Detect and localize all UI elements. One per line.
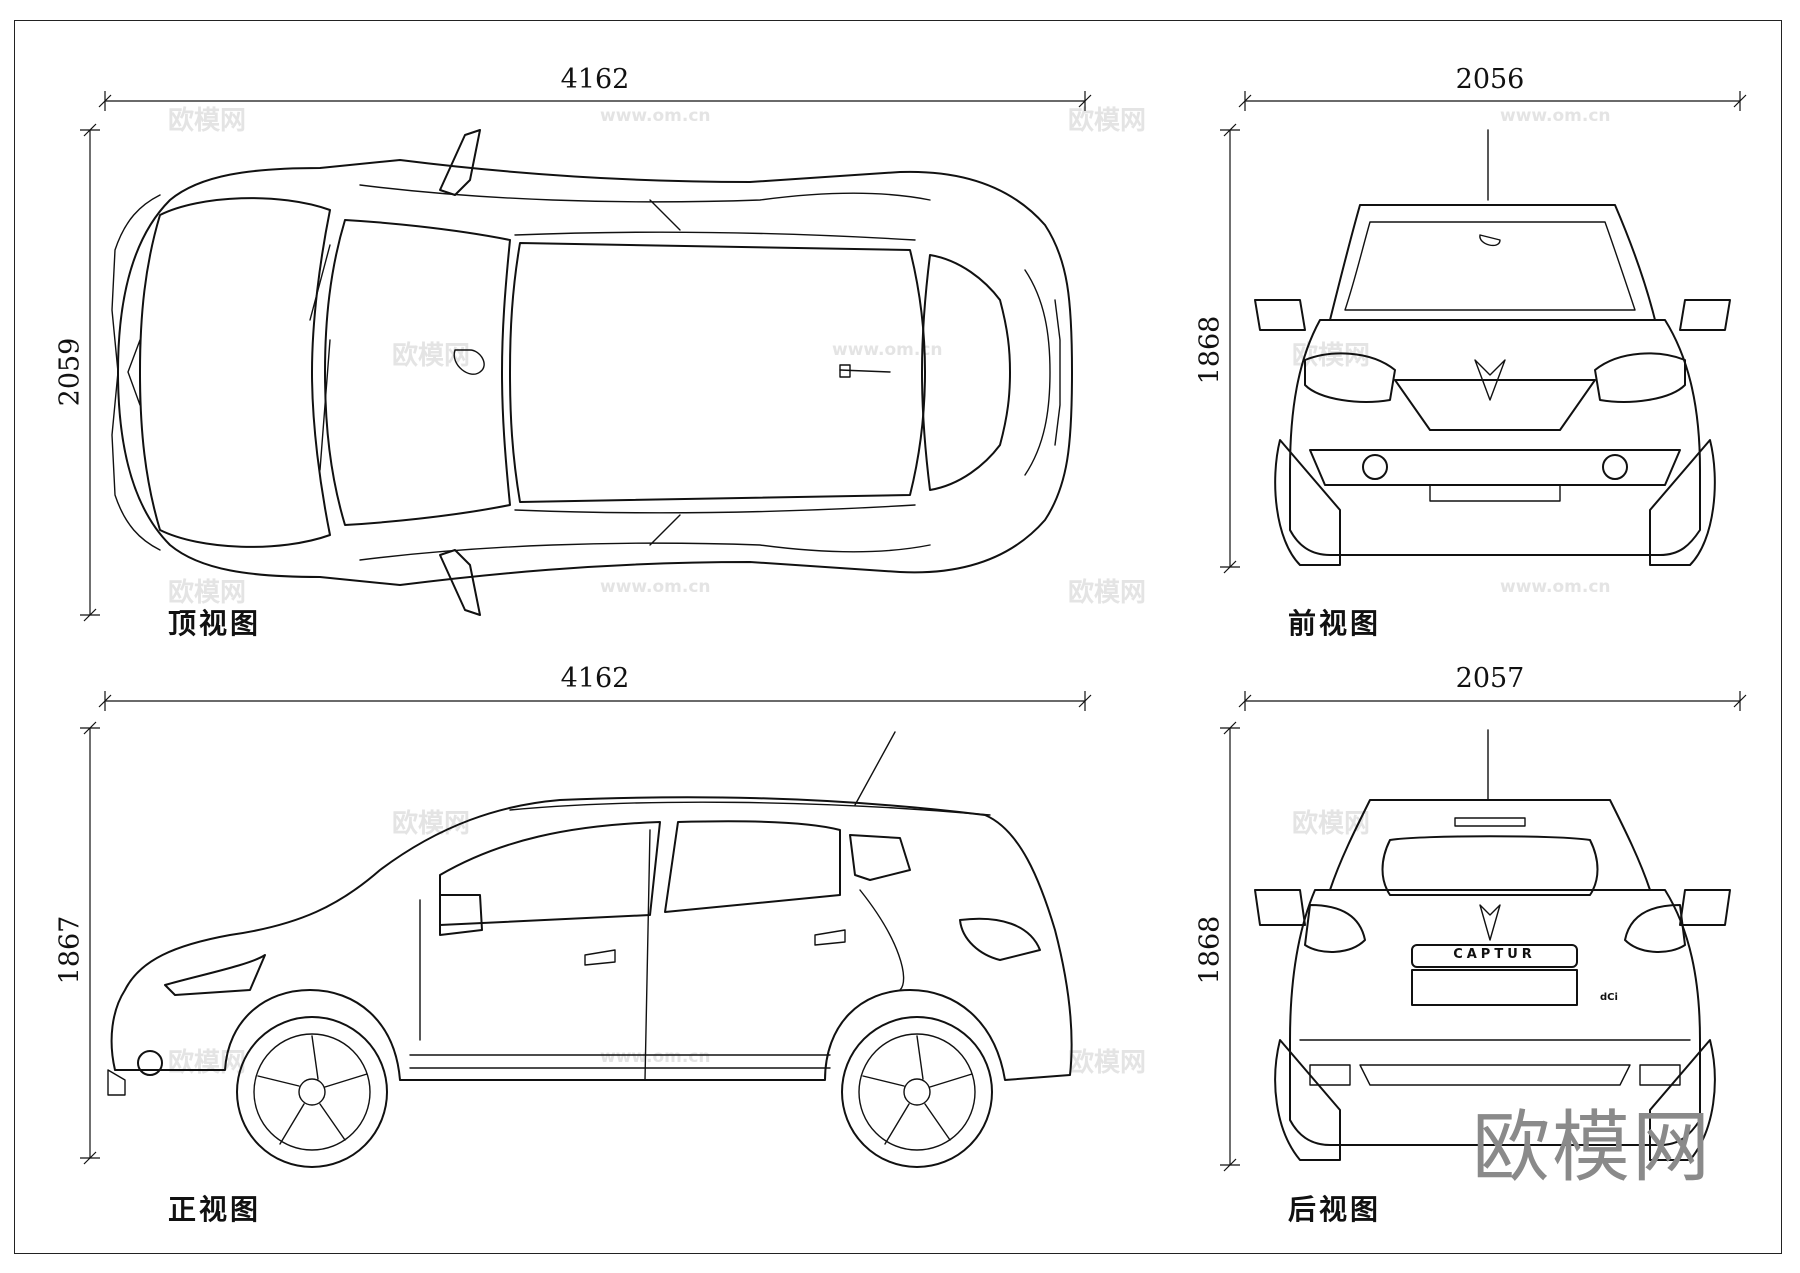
- rear-view-width-dimension: 2057: [1455, 663, 1525, 694]
- top-view-width-dimension: 2059: [54, 337, 86, 407]
- watermark-logo: 欧模网: [1068, 106, 1147, 136]
- side-view-height-dimension: 1867: [54, 915, 86, 985]
- rear-view-caption: 后视图: [1288, 1193, 1382, 1226]
- watermark-logo: 欧模网: [1068, 578, 1147, 608]
- rear-view-drawing: [1254, 729, 1731, 1161]
- watermark-logo: 欧模网: [168, 578, 247, 608]
- watermark-logo: 欧模网: [392, 809, 471, 839]
- top-view-length-dimension: 4162: [560, 64, 630, 95]
- watermark-url: www.om.cn: [1500, 106, 1611, 126]
- corner-watermark-logo: 欧模网: [1472, 1103, 1713, 1193]
- watermark-logo: 欧模网: [168, 1048, 247, 1078]
- drawing-frame: [14, 20, 1782, 1254]
- side-view-length-dimension: 4162: [560, 663, 630, 694]
- front-view-caption: 前视图: [1288, 607, 1382, 640]
- watermark-url: www.om.cn: [600, 106, 711, 126]
- dimension-lines: [80, 91, 1747, 1172]
- dci-badge: dCi: [1600, 992, 1618, 1003]
- watermark-logo: 欧模网: [392, 341, 471, 371]
- rear-view-height-dimension: 1868: [1194, 915, 1226, 985]
- top-view-caption: 顶视图: [168, 607, 262, 640]
- watermark-url: www.om.cn: [1500, 577, 1611, 597]
- watermark-logo: 欧模网: [1068, 1048, 1147, 1078]
- front-view-drawing: [1254, 129, 1731, 566]
- front-view-width-dimension: 2056: [1455, 64, 1525, 95]
- watermark-url: www.om.cn: [600, 1047, 711, 1067]
- watermark-url: www.om.cn: [600, 577, 711, 597]
- watermark-logo: 欧模网: [168, 106, 247, 136]
- captur-badge: CAPTUR: [1453, 947, 1536, 962]
- top-view-drawing: [111, 129, 1073, 616]
- side-view-drawing: [107, 731, 1073, 1168]
- side-view-caption: 正视图: [168, 1193, 262, 1226]
- front-view-height-dimension: 1868: [1194, 315, 1226, 385]
- watermark-url: www.om.cn: [832, 340, 943, 360]
- watermark-logo: 欧模网: [1292, 809, 1371, 839]
